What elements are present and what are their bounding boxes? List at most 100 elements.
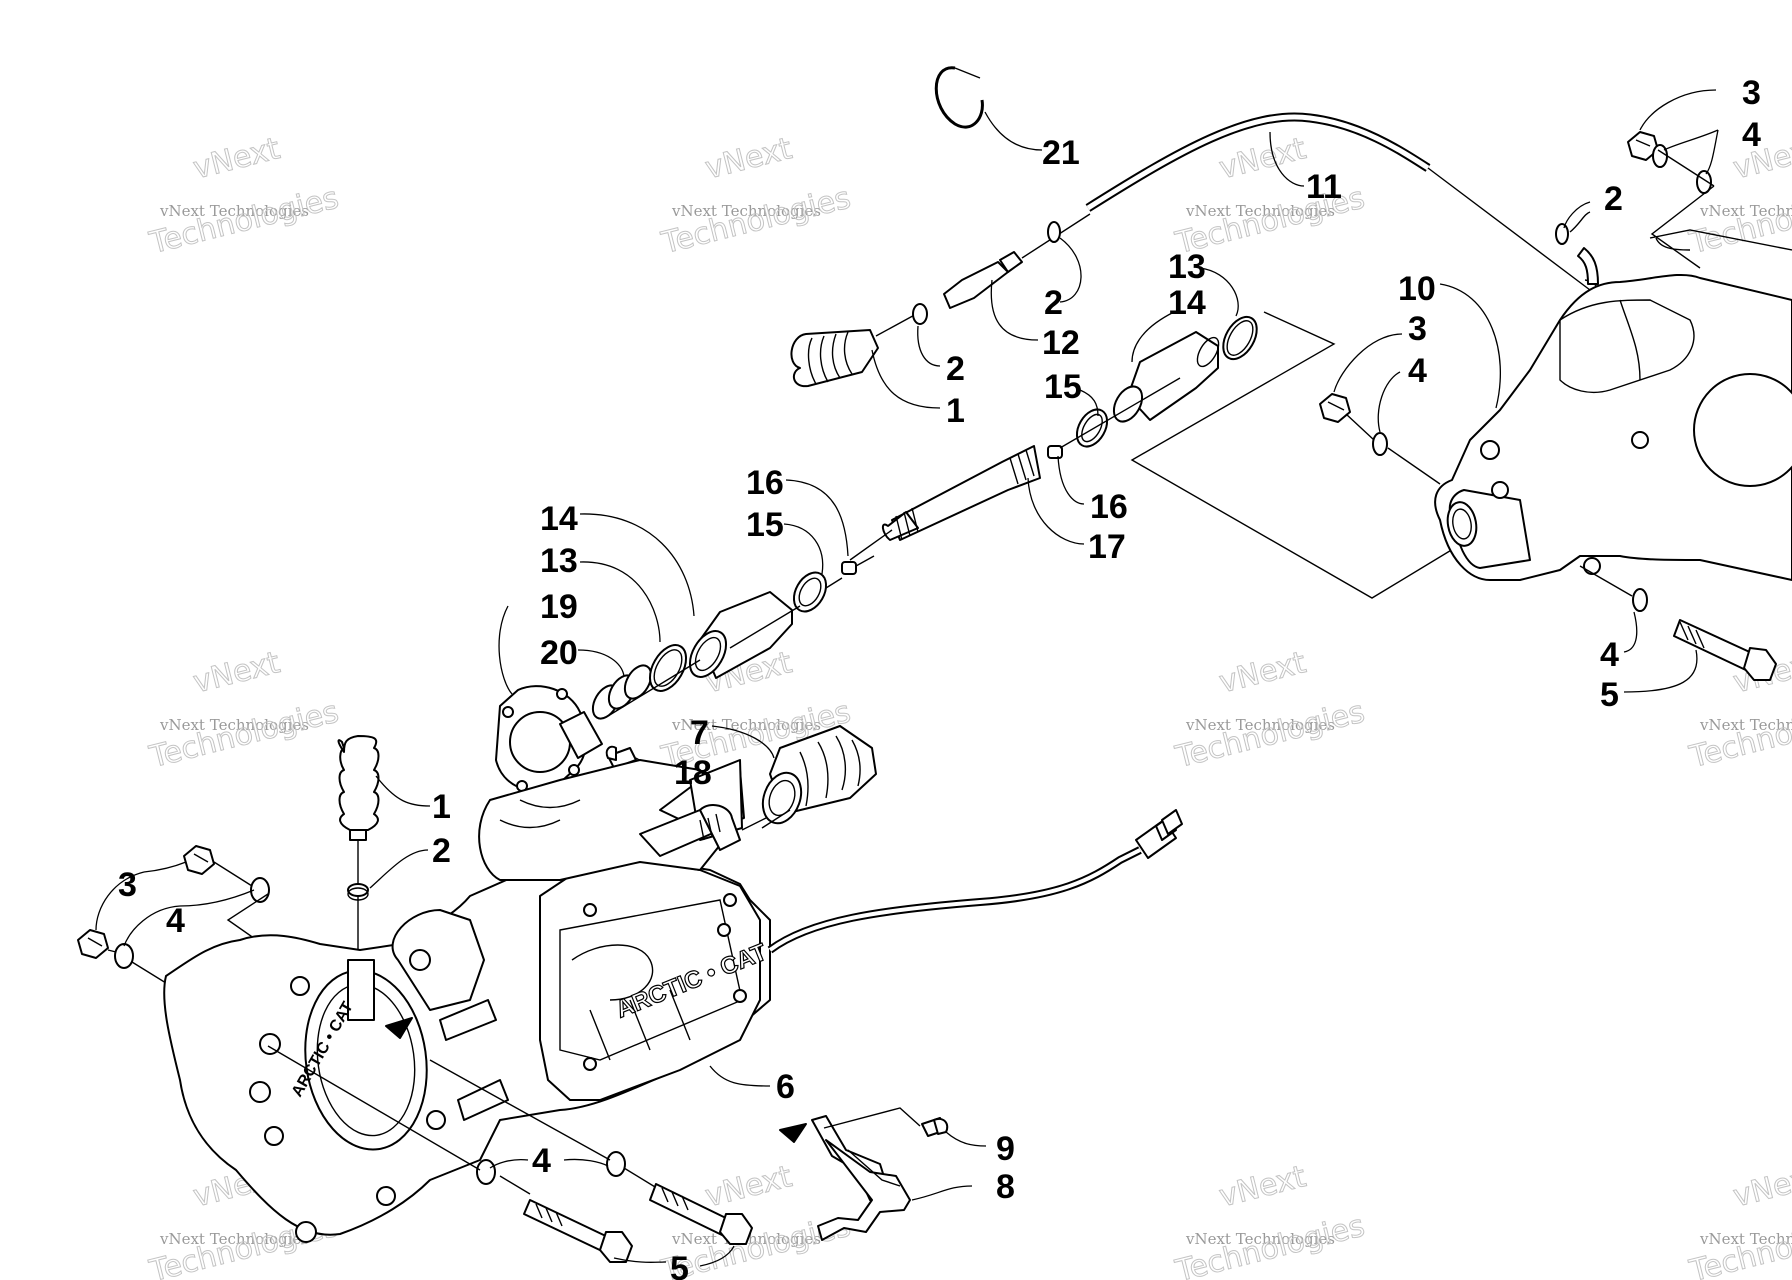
part-9-screw (921, 1117, 949, 1137)
svg-text:vNext Technologies: vNext Technologies (159, 202, 309, 220)
svg-text:vNext Technologies: vNext Technologies (1699, 1230, 1792, 1248)
leader-6 (709, 1065, 771, 1087)
leader-3a (1639, 89, 1717, 131)
svg-text:vNext Technologies: vNext Technologies (1185, 202, 1335, 220)
callout-c1a: 1 (946, 392, 965, 430)
callout-c2b: 2 (1044, 284, 1063, 322)
part-13-clamp-upper (1222, 315, 1258, 361)
part-4-washers-lower (267, 1045, 661, 1195)
part-8-bracket (811, 1107, 921, 1241)
callout-c4e: 4 (532, 1142, 551, 1180)
svg-text:vNext: vNext (702, 131, 796, 186)
callout-c12: 12 (1042, 324, 1080, 362)
leader-21 (984, 111, 1043, 151)
svg-text:vNext Technologies: vNext Technologies (1699, 716, 1792, 734)
callout-c1b: 1 (432, 788, 451, 826)
svg-text:Technologies: Technologies (146, 694, 342, 775)
part-output-shaft (639, 803, 767, 857)
callout-c15a: 15 (1044, 368, 1082, 406)
part-14-boot-lower (688, 591, 793, 679)
svg-text:vNext: vNext (702, 1159, 796, 1214)
callout-c18: 18 (674, 754, 712, 792)
leader-13b (579, 561, 661, 643)
callout-c8: 8 (996, 1168, 1015, 1206)
svg-text:vNext: vNext (1216, 645, 1310, 700)
callout-c7: 7 (690, 714, 709, 752)
bracket-outline-upper (1130, 311, 1459, 599)
leader-2a (1059, 237, 1082, 303)
part-11-cable (1085, 112, 1601, 306)
callout-c4b: 4 (1408, 352, 1427, 390)
part-4-washers-upper-right (1650, 144, 1715, 269)
callout-c3a: 3 (1742, 74, 1761, 112)
leader-15a (1079, 389, 1099, 417)
svg-text:vNext Technologies: vNext Technologies (1185, 716, 1335, 734)
part-1-boot (790, 311, 921, 388)
callout-c11: 11 (1306, 168, 1342, 206)
svg-text:vNext Technologies: vNext Technologies (671, 716, 821, 734)
part-5-bolts-lower (523, 1183, 753, 1263)
svg-text:vNext Technologies: vNext Technologies (1185, 1230, 1335, 1248)
svg-text:vNext: vNext (190, 645, 284, 700)
leader-14a (1131, 311, 1175, 363)
svg-text:vNext: vNext (1216, 131, 1310, 186)
part-1-boot-lower (337, 735, 380, 956)
part-19-flange (495, 685, 603, 793)
axis-line-middle (607, 577, 843, 717)
svg-text:vNext Technologies: vNext Technologies (1699, 202, 1792, 220)
leader-7 (711, 725, 775, 759)
part-10-housing (1434, 229, 1792, 581)
callout-c19: 19 (540, 588, 578, 626)
callout-c16a: 16 (1090, 488, 1128, 526)
leader-20 (577, 649, 625, 677)
leader-4b (1377, 371, 1401, 433)
leader-15b (783, 523, 824, 575)
leader-9 (945, 1131, 987, 1147)
part-12-cable-end (943, 213, 1091, 309)
callout-c10: 10 (1398, 270, 1436, 308)
leader-17 (1027, 477, 1085, 545)
svg-text:vNext: vNext (1730, 131, 1792, 186)
svg-text:Technologies: Technologies (1172, 694, 1368, 775)
leader-4e (489, 1158, 609, 1169)
part-17-shaft (849, 377, 1181, 561)
callout-c4d: 4 (166, 902, 185, 940)
leader-5b (613, 1245, 735, 1267)
part-4-washer-middle-right (1345, 413, 1441, 485)
axis-line-lower (761, 809, 791, 829)
svg-text:vNext Technologies: vNext Technologies (159, 1230, 309, 1248)
callout-c16b: 16 (746, 464, 784, 502)
callout-c4a: 4 (1742, 116, 1761, 154)
part-3-nuts-lower-left (77, 845, 215, 959)
callout-c14b: 14 (540, 500, 578, 538)
part-4-washers-lower-left (107, 861, 289, 1047)
callout-c13a: 13 (1168, 248, 1206, 286)
callout-c2c: 2 (946, 350, 965, 388)
callout-c15b: 15 (746, 506, 784, 544)
part-20-spring (591, 664, 653, 720)
leader-2b (917, 325, 941, 367)
svg-text:vNext: vNext (190, 131, 284, 186)
leader-13a (1199, 267, 1239, 317)
callout-c2d: 2 (432, 832, 451, 870)
leader-4d (123, 889, 255, 947)
part-14-boot-upper (1112, 331, 1220, 423)
part-4-washer-lower-right (1579, 565, 1648, 612)
part-2-clip-lower (347, 883, 369, 901)
svg-text:vNext Technologies: vNext Technologies (159, 716, 309, 734)
part-5-bolt-lower-right (1673, 619, 1777, 681)
svg-text:Technologies: Technologies (146, 180, 342, 261)
callout-c3b: 3 (1408, 310, 1427, 348)
leader-5a (1623, 649, 1698, 693)
svg-text:Technologies: Technologies (658, 180, 854, 261)
callout-c2a: 2 (1604, 180, 1623, 218)
callout-c5a: 5 (1600, 676, 1619, 714)
arrow-indicator-bracket (779, 1123, 807, 1143)
part-3-nut-middle-right (1319, 393, 1351, 423)
leader-2d (369, 849, 429, 889)
svg-text:vNext: vNext (1216, 1159, 1310, 1214)
part-16-retainer-lower (841, 555, 875, 575)
